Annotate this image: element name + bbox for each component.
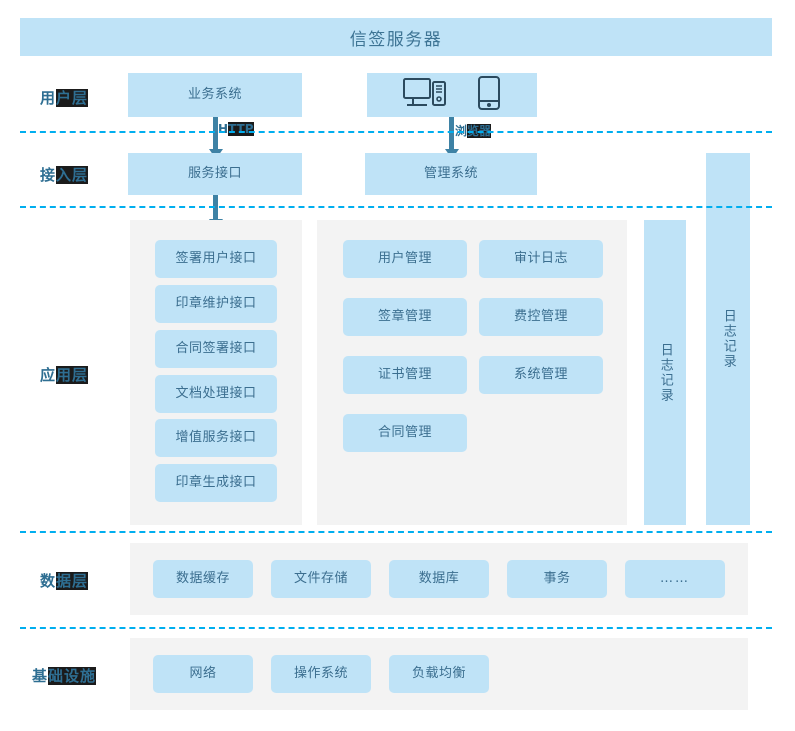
layer-label-user: 用户层 [0,87,128,108]
node-interface-0[interactable]: 签署用户接口 [155,240,277,278]
layer-label-access-highlight: 入层 [56,166,89,184]
divider-app-data [20,531,772,533]
node-log-record-inner-label: 日志记录 [657,342,673,403]
divider-access-app [20,206,772,208]
node-module-5[interactable]: 系统管理 [479,356,603,394]
node-interface-4[interactable]: 增值服务接口 [155,419,277,457]
layer-label-app-prefix: 应 [39,366,56,384]
layer-label-user-highlight: 户层 [56,89,89,107]
node-infra-0[interactable]: 网络 [153,655,253,693]
node-interface-5-label: 印章生成接口 [175,475,257,491]
node-interface-1-label: 印章维护接口 [175,296,257,312]
node-interface-3-label: 文档处理接口 [175,386,257,402]
node-management-system-label: 管理系统 [423,166,478,182]
desktop-computer-icon [403,77,447,113]
node-data-0-label: 数据缓存 [175,571,230,587]
layer-label-data-highlight: 据层 [56,572,89,590]
node-interface-4-label: 增值服务接口 [175,430,257,446]
node-interface-2[interactable]: 合同签署接口 [155,330,277,368]
node-module-1[interactable]: 审计日志 [479,240,603,278]
layer-label-data: 数据层 [0,570,128,591]
edge-label-http-highlight: TTP [228,122,254,136]
node-module-6[interactable]: 合同管理 [343,414,467,452]
node-module-3[interactable]: 费控管理 [479,298,603,336]
node-infra-2[interactable]: 负载均衡 [389,655,489,693]
layer-label-access-prefix: 接 [39,166,56,184]
mobile-phone-icon [477,76,501,114]
node-module-6-label: 合同管理 [377,425,432,441]
node-data-3-label: 事务 [543,571,571,587]
edge-label-http-prefix: H [218,122,229,136]
node-data-2-label: 数据库 [418,571,460,587]
node-management-system[interactable]: 管理系统 [365,153,537,195]
layer-label-data-prefix: 数 [39,572,56,590]
node-interface-0-label: 签署用户接口 [175,251,257,267]
layer-label-app-highlight: 用层 [56,366,89,384]
divider-user-access [20,131,772,133]
node-data-0[interactable]: 数据缓存 [153,560,253,598]
node-module-1-label: 审计日志 [513,251,568,267]
node-data-2[interactable]: 数据库 [389,560,489,598]
node-module-4[interactable]: 证书管理 [343,356,467,394]
node-infra-1[interactable]: 操作系统 [271,655,371,693]
page-title: 信签服务器 [20,18,772,56]
layer-label-infra-prefix: 基 [31,667,48,685]
node-infra-1-label: 操作系统 [293,666,348,682]
node-module-0-label: 用户管理 [377,251,432,267]
node-infra-0-label: 网络 [189,666,217,682]
node-module-5-label: 系统管理 [513,367,568,383]
node-interface-3[interactable]: 文档处理接口 [155,375,277,413]
node-module-0[interactable]: 用户管理 [343,240,467,278]
node-infra-2-label: 负载均衡 [411,666,466,682]
node-module-4-label: 证书管理 [377,367,432,383]
divider-data-infra [20,627,772,629]
node-interface-2-label: 合同签署接口 [175,341,257,357]
node-data-1-label: 文件存储 [293,571,348,587]
arrow-devices-to-management [449,117,454,150]
node-data-4[interactable]: …… [625,560,725,598]
node-log-record-inner[interactable]: 日志记录 [644,220,686,525]
page-title-text: 信签服务器 [349,29,443,50]
layer-label-access: 接入层 [0,164,128,185]
node-module-2[interactable]: 签章管理 [343,298,467,336]
arrow-business-to-service [213,117,218,150]
node-service-interface-label: 服务接口 [187,166,242,182]
edge-label-http: HTTP [218,122,254,136]
layer-label-infra-highlight: 础设施 [48,667,97,685]
node-data-1[interactable]: 文件存储 [271,560,371,598]
layer-label-user-prefix: 用 [39,89,56,107]
node-business-system[interactable]: 业务系统 [128,73,302,117]
layer-label-app: 应用层 [0,364,128,385]
node-log-record-outer[interactable]: 日志记录 [706,153,750,525]
node-module-2-label: 签章管理 [377,309,432,325]
node-service-interface[interactable]: 服务接口 [128,153,302,195]
node-business-system-label: 业务系统 [187,87,242,103]
node-interface-1[interactable]: 印章维护接口 [155,285,277,323]
node-interface-5[interactable]: 印章生成接口 [155,464,277,502]
node-data-4-label: …… [660,571,690,587]
node-module-3-label: 费控管理 [513,309,568,325]
node-data-3[interactable]: 事务 [507,560,607,598]
node-log-record-outer-label: 日志记录 [720,309,736,369]
device-group [367,73,537,117]
layer-label-infra: 基础设施 [0,665,128,686]
